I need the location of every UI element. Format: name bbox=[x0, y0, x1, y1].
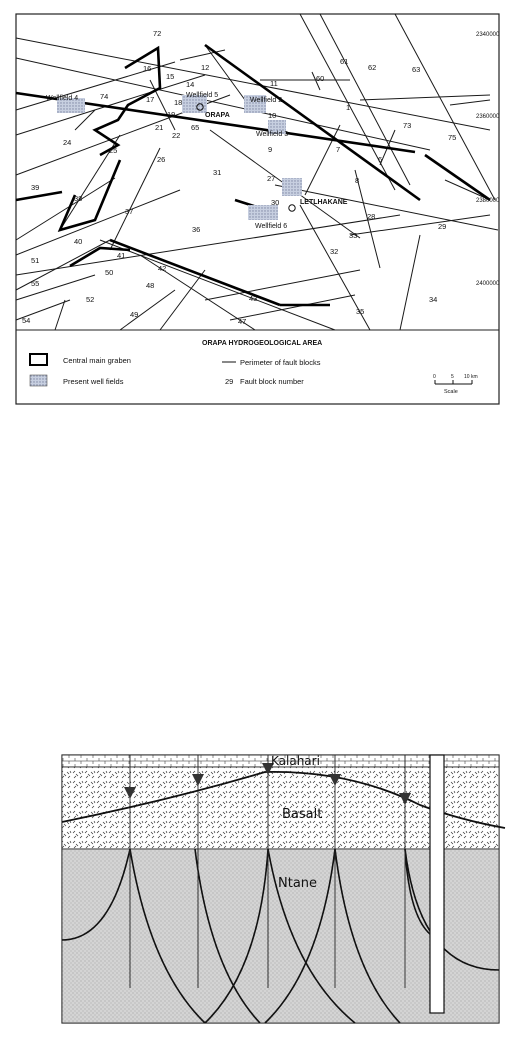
fault-block-number: 60 bbox=[316, 74, 324, 83]
fault-block-number: 26 bbox=[157, 155, 165, 164]
scale-label: Scale bbox=[444, 389, 458, 395]
coord-2360000: 2360000 bbox=[476, 114, 500, 120]
fault-block-number: 24 bbox=[63, 138, 71, 147]
scale-tick-10km: 10 km bbox=[464, 374, 478, 380]
fault-block-number: 39 bbox=[31, 183, 39, 192]
fault-block-number: 28 bbox=[367, 212, 375, 221]
fault-block-number: 52 bbox=[86, 295, 94, 304]
wellfield-3-label: Wellfield 3 bbox=[256, 131, 288, 138]
orapa-label: ORAPA bbox=[205, 112, 230, 119]
fault-block-number: 12 bbox=[201, 63, 209, 72]
fault-block-number: 25 bbox=[109, 146, 117, 155]
fault-block-number: 32 bbox=[330, 247, 338, 256]
fault-block-number: 7 bbox=[336, 145, 340, 154]
fault-block-number: 33 bbox=[349, 231, 357, 240]
scale-tick-0: 0 bbox=[433, 374, 436, 380]
scale-bar: 0 5 10 km Scale bbox=[433, 374, 478, 395]
wellfield-2-label: Wellfield 2 bbox=[250, 97, 282, 104]
fault-block-number: 1 bbox=[346, 103, 350, 112]
fault-block-number: 43 bbox=[249, 294, 257, 303]
fault-block-number: 54 bbox=[22, 316, 30, 325]
fault-block-number: 35 bbox=[356, 307, 364, 316]
block-number-legend-sample: 29 bbox=[225, 377, 233, 386]
fault-block-number: 9 bbox=[268, 145, 272, 154]
fault-block-number: 42 bbox=[158, 264, 166, 273]
fault-block-numbers: 72 16 15 12 11 60 61 62 63 14 17 18 19 2… bbox=[22, 29, 456, 326]
kalahari-label: Kalahari bbox=[271, 754, 320, 768]
geological-cross-section: Kalahari Basalt Ntane bbox=[61, 754, 506, 1024]
fault-block-perimeters bbox=[15, 13, 499, 331]
hydrogeological-map: 2340000 2360000 2380000 2400000 72 16 15… bbox=[15, 13, 500, 405]
basalt-label: Basalt bbox=[282, 807, 322, 822]
graben-legend-symbol bbox=[29, 353, 48, 366]
fault-block-number: 41 bbox=[117, 251, 125, 260]
fault-block-number: 62 bbox=[368, 63, 376, 72]
fault-block-number: 27 bbox=[267, 174, 275, 183]
fault-block-number: 74 bbox=[100, 92, 108, 101]
fault-block-number: 30 bbox=[271, 198, 279, 207]
fault-block-number: 34 bbox=[429, 295, 437, 304]
graben-legend-label: Central main graben bbox=[63, 356, 131, 365]
wellfield-legend-label: Present well fields bbox=[63, 377, 124, 386]
fault-block-number: 51 bbox=[31, 256, 39, 265]
letlhakane-town-symbol bbox=[288, 204, 296, 212]
fault-block-number: 75 bbox=[448, 133, 456, 142]
orapa-town-symbol bbox=[196, 103, 204, 111]
block-number-legend-label: Fault block number bbox=[240, 377, 304, 386]
perimeter-legend-label: Perimeter of fault blocks bbox=[240, 358, 321, 367]
coord-2380000: 2380000 bbox=[476, 198, 500, 204]
fault-block-number: 8 bbox=[355, 176, 359, 185]
ntane-label: Ntane bbox=[278, 876, 317, 891]
fault-block-number: 15 bbox=[166, 72, 174, 81]
wellfield-4-label: Wellfield 4 bbox=[46, 95, 78, 102]
scale-tick-5: 5 bbox=[451, 374, 454, 380]
fault-block-number: 38 bbox=[74, 194, 82, 203]
coord-2340000: 2340000 bbox=[476, 32, 500, 38]
fault-block-number: 50 bbox=[105, 268, 113, 277]
fault-block-number: 31 bbox=[213, 168, 221, 177]
fault-block-number: 11 bbox=[270, 79, 278, 88]
fault-block-number: 10 bbox=[268, 111, 276, 120]
fault-block-number: 36 bbox=[192, 225, 200, 234]
fault-block-number: 21 bbox=[155, 123, 163, 132]
fault-block-number: 48 bbox=[146, 281, 154, 290]
fault-block-number: 47 bbox=[238, 317, 246, 326]
fault-block-number: 49 bbox=[130, 310, 138, 319]
wellfield-6-label: Wellfield 6 bbox=[255, 223, 287, 230]
fault-block-number: 37 bbox=[125, 207, 133, 216]
fault-block-number: 17 bbox=[146, 95, 154, 104]
fault-block-number: 6 bbox=[378, 155, 382, 164]
fault-block-number: 73 bbox=[403, 121, 411, 130]
fault-block-number: 65 bbox=[191, 123, 199, 132]
map-title: ORAPA HYDROGEOLOGICAL AREA bbox=[202, 340, 322, 347]
fault-block-number: 19 bbox=[167, 110, 175, 119]
fault-block-number: 29 bbox=[438, 222, 446, 231]
letlhakane-label: LETLHAKANE bbox=[300, 199, 348, 206]
fault-block-number: 72 bbox=[153, 29, 161, 38]
fault-block-number: 16 bbox=[143, 64, 151, 73]
wellfield-5-label: Wellfield 5 bbox=[186, 92, 218, 99]
fault-block-number: 61 bbox=[340, 57, 348, 66]
fault-block-number: 55 bbox=[31, 279, 39, 288]
present-well-fields bbox=[57, 95, 302, 220]
water-table-line bbox=[61, 771, 506, 829]
map-frame bbox=[15, 13, 500, 405]
fault-block-number: 18 bbox=[174, 98, 182, 107]
fault-block-number: 40 bbox=[74, 237, 82, 246]
fault-block-number: 14 bbox=[186, 80, 194, 89]
production-well bbox=[429, 754, 445, 1014]
wellfield-legend-symbol bbox=[29, 374, 48, 387]
fault-block-number: 63 bbox=[412, 65, 420, 74]
coord-2400000: 2400000 bbox=[476, 281, 500, 287]
fault-block-number: 22 bbox=[172, 131, 180, 140]
